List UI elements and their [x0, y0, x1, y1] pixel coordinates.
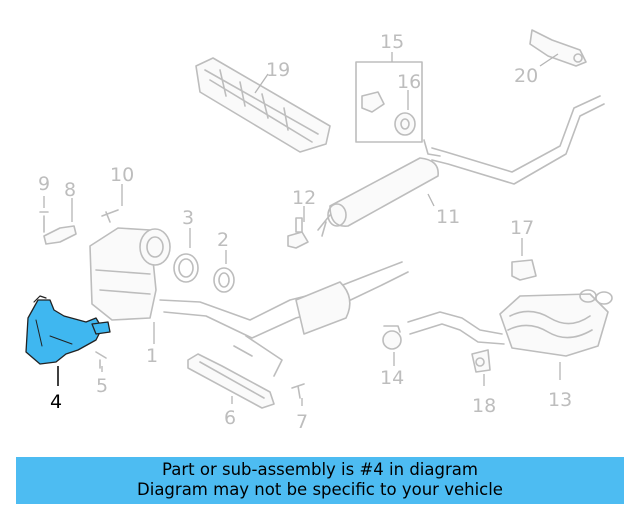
- part-5-bolt[interactable]: [95, 351, 107, 369]
- callout-1[interactable]: 1: [146, 345, 158, 367]
- banner-line-disclaimer: Diagram may not be specific to your vehi…: [137, 480, 503, 499]
- part-6-heat-shield[interactable]: [187, 353, 275, 409]
- callout-2[interactable]: 2: [217, 229, 229, 251]
- part-19-heat-shield[interactable]: [195, 57, 331, 153]
- part-9-stud[interactable]: [39, 211, 49, 233]
- info-banner: Part or sub-assembly is #4 in diagram Di…: [16, 457, 624, 504]
- part-20-bracket[interactable]: [529, 29, 587, 67]
- part-4-heat-shield-bracket[interactable]: [25, 295, 111, 365]
- part-17-hanger[interactable]: [511, 259, 537, 281]
- callout-4[interactable]: 4: [50, 391, 62, 413]
- callout-6[interactable]: 6: [224, 407, 236, 429]
- part-2-gasket[interactable]: [213, 267, 235, 293]
- part-8-bracket[interactable]: [43, 225, 77, 245]
- part-7-bolt[interactable]: [291, 383, 305, 399]
- part-3-gasket[interactable]: [173, 253, 199, 283]
- part-11-center-pipe-resonator[interactable]: [317, 95, 605, 237]
- callout-5[interactable]: 5: [96, 375, 108, 397]
- callout-9[interactable]: 9: [38, 173, 50, 195]
- callout-10[interactable]: 10: [110, 164, 134, 186]
- callout-8[interactable]: 8: [64, 179, 76, 201]
- part-15-group-box: [355, 61, 423, 143]
- exhaust-parts-diagram: 19 15 16 20 11 12 1: [25, 29, 613, 433]
- callout-14[interactable]: 14: [380, 367, 404, 389]
- callout-15[interactable]: 15: [380, 31, 404, 53]
- part-14-clamp[interactable]: [382, 325, 402, 350]
- callout-3[interactable]: 3: [182, 207, 194, 229]
- callout-13[interactable]: 13: [548, 389, 572, 411]
- part-13-rear-muffler[interactable]: [407, 289, 613, 357]
- callout-7[interactable]: 7: [296, 411, 308, 433]
- part-16-hanger[interactable]: [361, 91, 416, 136]
- banner-line-part: Part or sub-assembly is #4 in diagram: [162, 460, 478, 479]
- part-18-hanger[interactable]: [471, 349, 491, 373]
- callout-20[interactable]: 20: [514, 65, 538, 87]
- callout-17[interactable]: 17: [510, 217, 534, 239]
- part-1-catalytic-converter[interactable]: [89, 227, 409, 377]
- callout-12[interactable]: 12: [292, 187, 316, 209]
- callout-11[interactable]: 11: [436, 206, 460, 228]
- callout-16[interactable]: 16: [397, 71, 421, 93]
- part-10-bolt[interactable]: [101, 209, 119, 223]
- callout-19[interactable]: 19: [266, 59, 290, 81]
- part-12-clamp[interactable]: [287, 217, 309, 249]
- callout-18[interactable]: 18: [472, 395, 496, 417]
